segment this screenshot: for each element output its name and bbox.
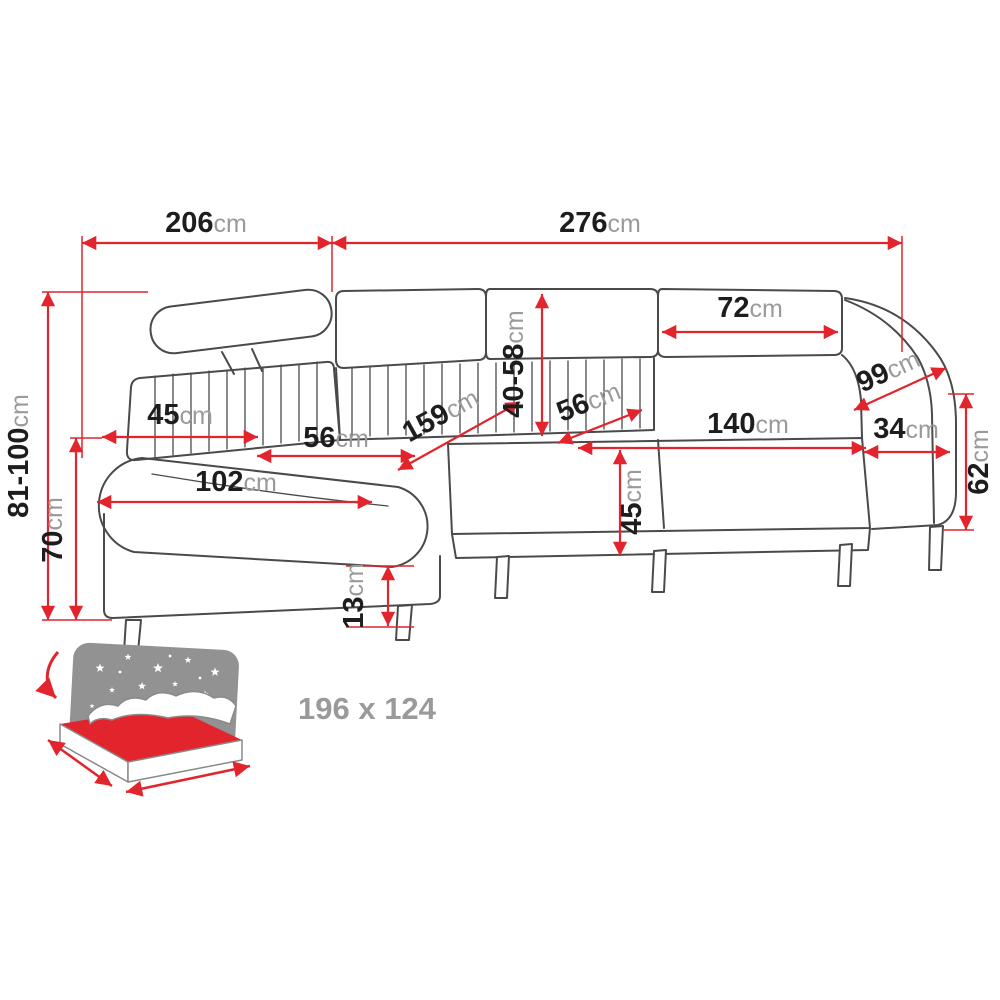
dim-label-70: 70cm xyxy=(37,497,69,563)
dim-label-13: 13cm xyxy=(338,563,370,629)
dim-label-40-58: 40-58cm xyxy=(498,310,530,418)
dim-label-45-seat: 45cm xyxy=(616,469,648,535)
left-back-cushion xyxy=(125,360,341,462)
pleat-strip-lines xyxy=(351,358,641,438)
dim-label-102: 102cm xyxy=(195,466,277,498)
dim-label-99: 99cm xyxy=(852,342,925,399)
dim-label-56-left: 56cm xyxy=(303,422,369,454)
dim-line-56-mid xyxy=(557,408,643,445)
chaise-base xyxy=(103,513,441,619)
dim-label-206: 206cm xyxy=(165,207,247,239)
back-cushion-corner xyxy=(335,288,487,369)
fold-out-arrow-icon xyxy=(35,651,60,700)
sofa-legs xyxy=(123,525,944,653)
dim-label-45-left: 45cm xyxy=(147,399,213,431)
sleeping-function-icon xyxy=(35,642,251,797)
back-cushion-middle xyxy=(485,288,659,360)
headrest-pillow xyxy=(149,288,333,355)
dim-label-72: 72cm xyxy=(717,292,783,324)
right-armrest-outer xyxy=(844,297,957,530)
dim-label-140: 140cm xyxy=(707,408,789,440)
dim-label-34: 34cm xyxy=(873,413,939,445)
chaise-armrest xyxy=(97,457,429,568)
duvet xyxy=(87,690,237,725)
dim-line-159 xyxy=(397,401,521,471)
left-back-pleats xyxy=(154,361,318,458)
dim-label-276: 276cm xyxy=(559,207,641,239)
back-cushion-right xyxy=(657,288,843,358)
dimension-lines xyxy=(40,235,974,628)
dim-label-62: 62cm xyxy=(963,429,995,495)
dim-label-159: 159cm xyxy=(397,381,484,449)
dim-line-99 xyxy=(853,366,947,412)
seat-seam xyxy=(657,439,665,529)
width-arrow-icon xyxy=(47,738,113,788)
dim-label-81-100: 81-100cm xyxy=(3,394,35,518)
sleeping-area-label: 196 x 124 xyxy=(298,691,437,726)
length-arrow-icon xyxy=(125,761,251,797)
